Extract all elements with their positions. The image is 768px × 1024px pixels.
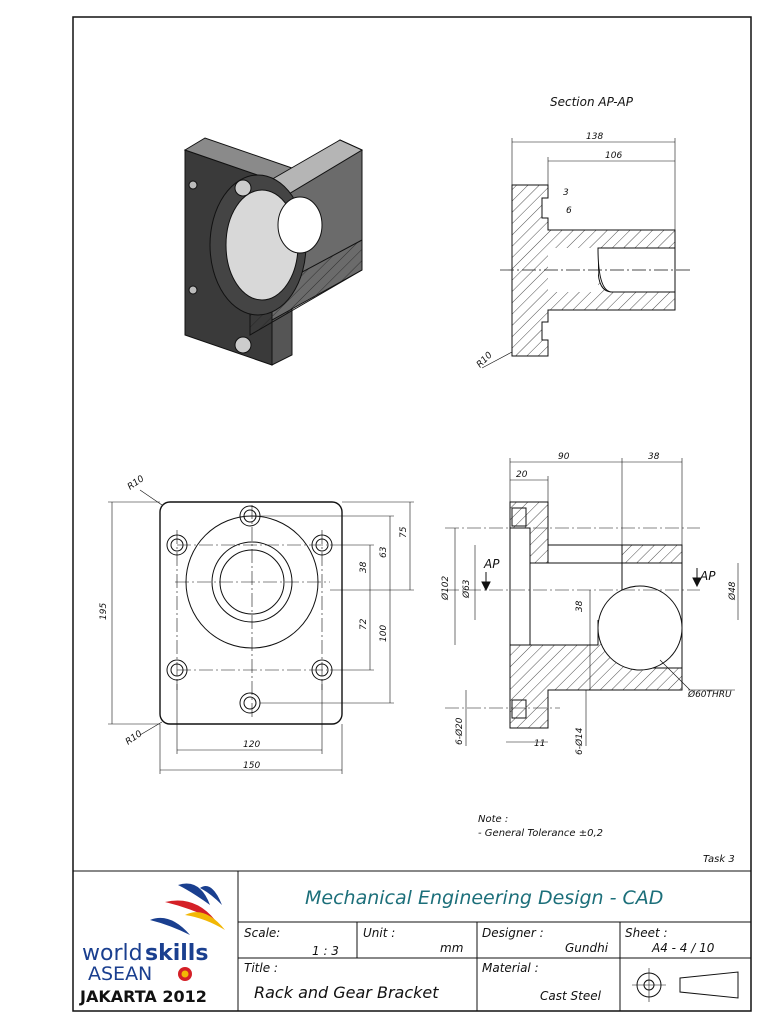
dim-90: 90 [558,452,570,462]
logo-skills: skills [145,941,208,966]
dim-6: 6 [566,206,572,216]
title-block [73,870,751,1011]
side-view [445,458,739,746]
unit-value: mm [440,941,463,955]
dim-20: 20 [516,470,528,480]
task-label: Task 3 [703,854,735,865]
logo-event: JAKARTA 2012 [79,987,207,1006]
dim-38-top: 38 [648,452,660,462]
dim-138: 138 [586,132,603,142]
logo-asean: ASEAN [88,963,152,985]
designer-label: Designer : [482,926,544,940]
material-value: Cast Steel [540,989,602,1003]
dim-dia102: Ø102 [440,575,451,601]
title-value: Rack and Gear Bracket [254,983,439,1002]
dim-38: 38 [359,561,369,573]
dim-r10-top: R10 [126,474,146,493]
dim-150: 150 [243,761,260,771]
sheet-value: A4 - 4 / 10 [651,941,715,955]
front-view [108,489,414,774]
scale-label: Scale: [244,926,280,940]
section-view: Section AP-AP [481,95,690,369]
main-title: Mechanical Engineering Design - CAD [305,887,663,909]
section-title: Section AP-AP [550,95,634,109]
title-label: Title : [244,961,278,975]
dim-72: 72 [359,618,369,630]
section-mark-right: AP [699,569,716,583]
dim-195: 195 [99,603,109,620]
logo-world: world [82,941,143,966]
isometric-view [183,137,364,366]
unit-label: Unit : [363,926,395,940]
material-label: Material : [482,961,539,975]
scale-value: 1 : 3 [312,944,339,958]
dim-3: 3 [563,188,569,198]
dim-holes20: 6-Ø20 [454,717,465,745]
dim-11: 11 [534,739,545,749]
sheet-label: Sheet : [625,926,668,940]
dim-75: 75 [399,526,409,538]
dim-dia48: Ø48 [727,581,738,601]
dim-thru: Ø60THRU [687,689,732,700]
worldskills-logo: world skills ASEAN JAKARTA 2012 [79,883,225,1006]
sheet-border [72,16,752,1012]
dim-106: 106 [605,151,622,161]
dim-120: 120 [243,740,260,750]
dim-dia63: Ø63 [461,579,472,599]
dim-r10-section: R10 [475,350,495,370]
note-heading: Note : [478,814,508,825]
dim-r10-bottom: R10 [124,729,144,748]
section-mark-left: AP [483,557,500,571]
dim-holes14: 6-Ø14 [574,727,585,755]
note-line: - General Tolerance ±0,2 [478,828,603,839]
dim-100: 100 [379,625,389,642]
dim-63: 63 [379,546,389,558]
designer-value: Gundhi [565,941,609,955]
dim-38-mid: 38 [575,600,585,612]
